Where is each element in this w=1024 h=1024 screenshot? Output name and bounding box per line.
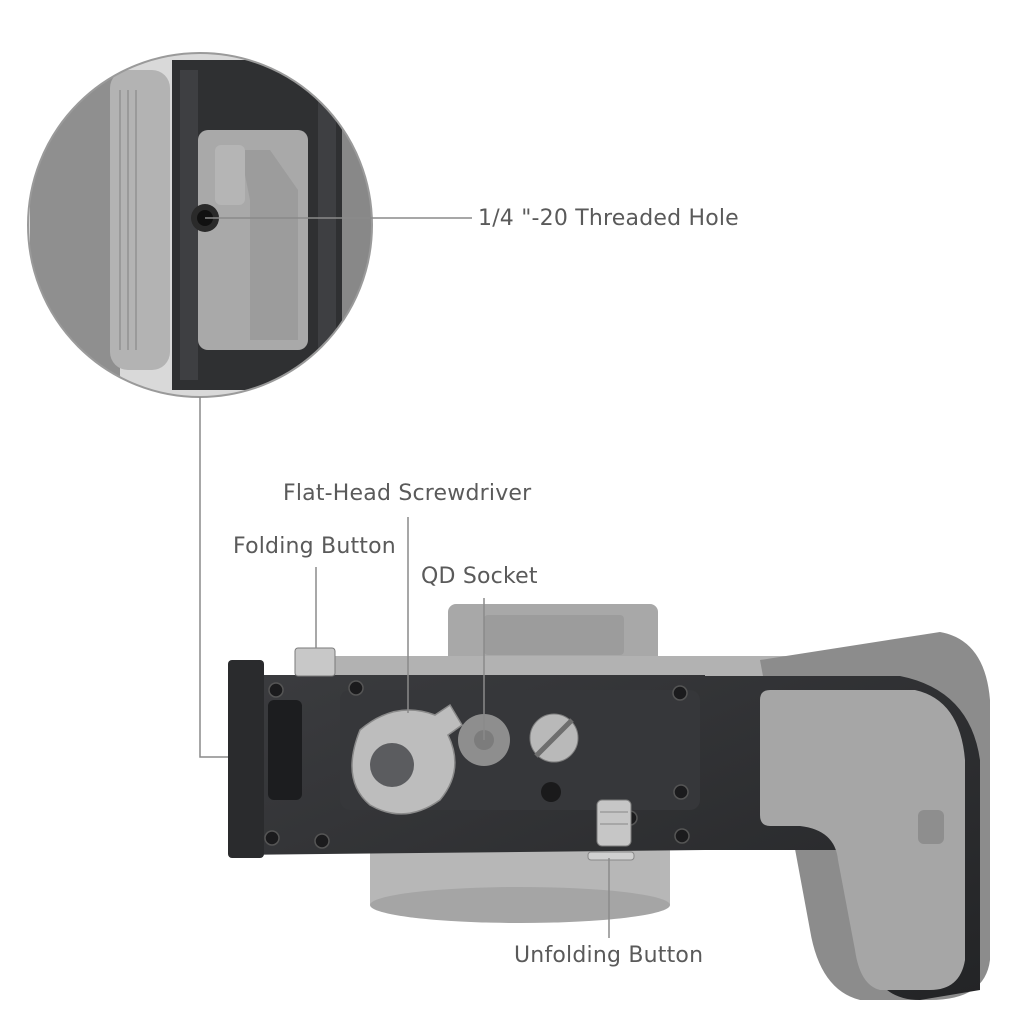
unfolding-button bbox=[587, 799, 635, 861]
qd-socket-label: QD Socket bbox=[421, 564, 538, 589]
screwdriver-label: Flat-Head Screwdriver bbox=[283, 481, 532, 506]
quarter-inch-screw bbox=[529, 713, 579, 763]
leader-lines bbox=[199, 217, 610, 938]
screws bbox=[264, 680, 690, 849]
zoom-detail bbox=[27, 52, 373, 398]
folding-button-label: Folding Button bbox=[233, 534, 396, 559]
mounting-hole bbox=[541, 782, 561, 802]
leader-zoom-link bbox=[199, 397, 228, 758]
screwdriver-key bbox=[351, 703, 463, 815]
unfolding-button-label: Unfolding Button bbox=[514, 943, 704, 968]
threaded-hole-label: 1/4 "-20 Threaded Hole bbox=[478, 206, 739, 231]
